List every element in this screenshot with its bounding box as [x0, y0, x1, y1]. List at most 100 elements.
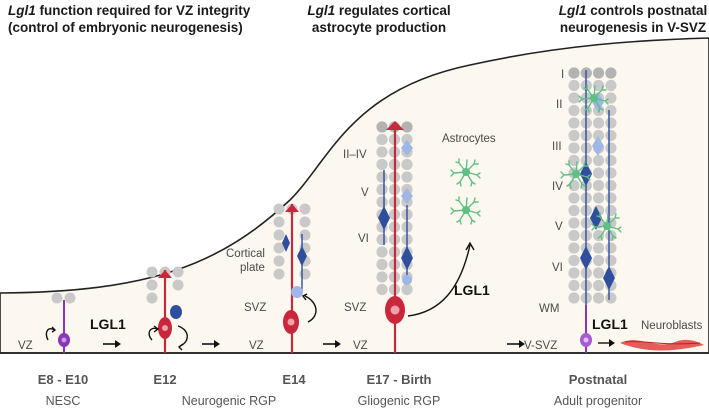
gray-cell: [605, 154, 617, 167]
gray-cell: [568, 217, 580, 229]
gray-cell: [401, 158, 413, 171]
vz-label-e17: VZ: [353, 340, 368, 352]
stage-time-1: E8 - E10: [38, 372, 89, 387]
gray-cell: [605, 117, 617, 129]
gray-cell: [605, 79, 617, 92]
gray-cell: [376, 158, 388, 171]
svg-text:VI: VI: [552, 262, 563, 274]
layer-label-e17-2: V: [361, 187, 369, 199]
gray-cell: [376, 283, 388, 296]
gray-cell: [605, 129, 617, 142]
layer-label-e17-3: VI: [358, 233, 369, 245]
svg-text:II: II: [556, 99, 562, 111]
gray-cell: [568, 67, 580, 79]
neuroblasts: [620, 339, 704, 351]
gray-cell: [593, 79, 605, 92]
layer-labels-postnatal: I II III IV V VI: [552, 69, 564, 274]
gray-cell: [568, 192, 580, 204]
gray-cell: [401, 133, 413, 146]
gray-cell: [568, 292, 580, 304]
gray-cell: [593, 242, 605, 254]
gray-cell: [605, 192, 617, 204]
cell-type-4: Adult progenitor: [554, 394, 642, 408]
gray-cell: [605, 229, 617, 242]
gray-cell: [593, 292, 605, 304]
gray-cell: [376, 258, 388, 271]
gray-cell: [376, 133, 388, 146]
header-1-line1: Lgl1 function required for VZ integrity: [8, 3, 251, 18]
cell-type-3: Gliogenic RGP: [358, 394, 441, 408]
gray-cell: [605, 292, 617, 304]
nesc-cell: [45, 292, 76, 353]
header-3-line1: Lgl1 controls postnatal: [559, 3, 708, 18]
e14-rgp: [273, 203, 317, 353]
gray-cell: [376, 146, 388, 158]
gray-cell: [593, 117, 605, 129]
gray-cell: [605, 104, 617, 117]
vz-label-1: VZ: [18, 340, 33, 352]
gray-cell: [593, 129, 605, 142]
gray-cell: [568, 129, 580, 142]
gray-cell: [568, 229, 580, 242]
svg-text:III: III: [552, 141, 562, 153]
e12-rgp: [146, 266, 188, 353]
gray-cell: [401, 121, 413, 133]
gray-cell: [401, 283, 413, 296]
gray-cell: [593, 279, 605, 292]
wm-label: WM: [539, 303, 559, 315]
gray-cell: [568, 267, 580, 279]
svg-text:IV: IV: [552, 181, 563, 193]
stage-time-2: E12: [153, 372, 176, 387]
gray-cell: [568, 92, 580, 104]
vz-label-e14: VZ: [249, 340, 264, 352]
astrocytes-label: Astrocytes: [442, 133, 496, 145]
gray-cell: [376, 121, 388, 133]
svg-text:V: V: [555, 221, 563, 233]
gray-cell: [568, 104, 580, 117]
svz-label-e17: SVZ: [344, 302, 366, 314]
gray-cell: [593, 154, 605, 167]
cell-type-1: NESC: [46, 394, 81, 408]
header-2-line2: astrocyte production: [312, 20, 446, 35]
gray-cell: [568, 242, 580, 254]
gray-cell: [376, 233, 388, 246]
gray-cell: [605, 142, 617, 154]
layer-label-e17-1: II–IV: [343, 149, 367, 161]
cortical-plate-label-2: plate: [240, 262, 265, 274]
header-3-line2: neurogenesis in V-SVZ: [560, 20, 706, 35]
svz-label-e14: SVZ: [244, 302, 266, 314]
cortical-plate-label-1: Cortical: [226, 248, 265, 260]
lgl1-label-2: LGL1: [454, 282, 490, 298]
gray-cell: [605, 204, 617, 217]
gray-cell: [593, 179, 605, 192]
gray-cell: [568, 154, 580, 167]
stage-time-5: Postnatal: [569, 372, 628, 387]
svg-text:I: I: [561, 69, 564, 81]
gray-cell: [376, 171, 388, 183]
header-2-line1: Lgl1 regulates cortical: [307, 3, 450, 18]
gray-cell: [593, 267, 605, 279]
gray-cell: [593, 167, 605, 179]
gray-cell: [568, 142, 580, 154]
gray-cell: [593, 67, 605, 79]
header-1-line2: (control of embryonic neurogenesis): [8, 20, 243, 35]
stage-time-4: E17 - Birth: [366, 372, 431, 387]
gray-cell: [376, 246, 388, 258]
gray-cell: [605, 179, 617, 192]
gray-cell: [568, 279, 580, 292]
gray-cell: [605, 242, 617, 254]
gray-cell: [593, 254, 605, 267]
v-svz-label: V-SVZ: [524, 340, 557, 352]
gray-cell: [605, 254, 617, 267]
gray-cell: [568, 254, 580, 267]
e17-column: [376, 121, 475, 353]
stage-time-3: E14: [282, 372, 306, 387]
gray-cell: [568, 79, 580, 92]
gray-cell: [568, 204, 580, 217]
gray-cell: [605, 167, 617, 179]
postnatal-column: [560, 67, 622, 353]
neuroblasts-label: Neuroblasts: [641, 320, 703, 332]
lgl1-label-1: LGL1: [90, 316, 126, 332]
